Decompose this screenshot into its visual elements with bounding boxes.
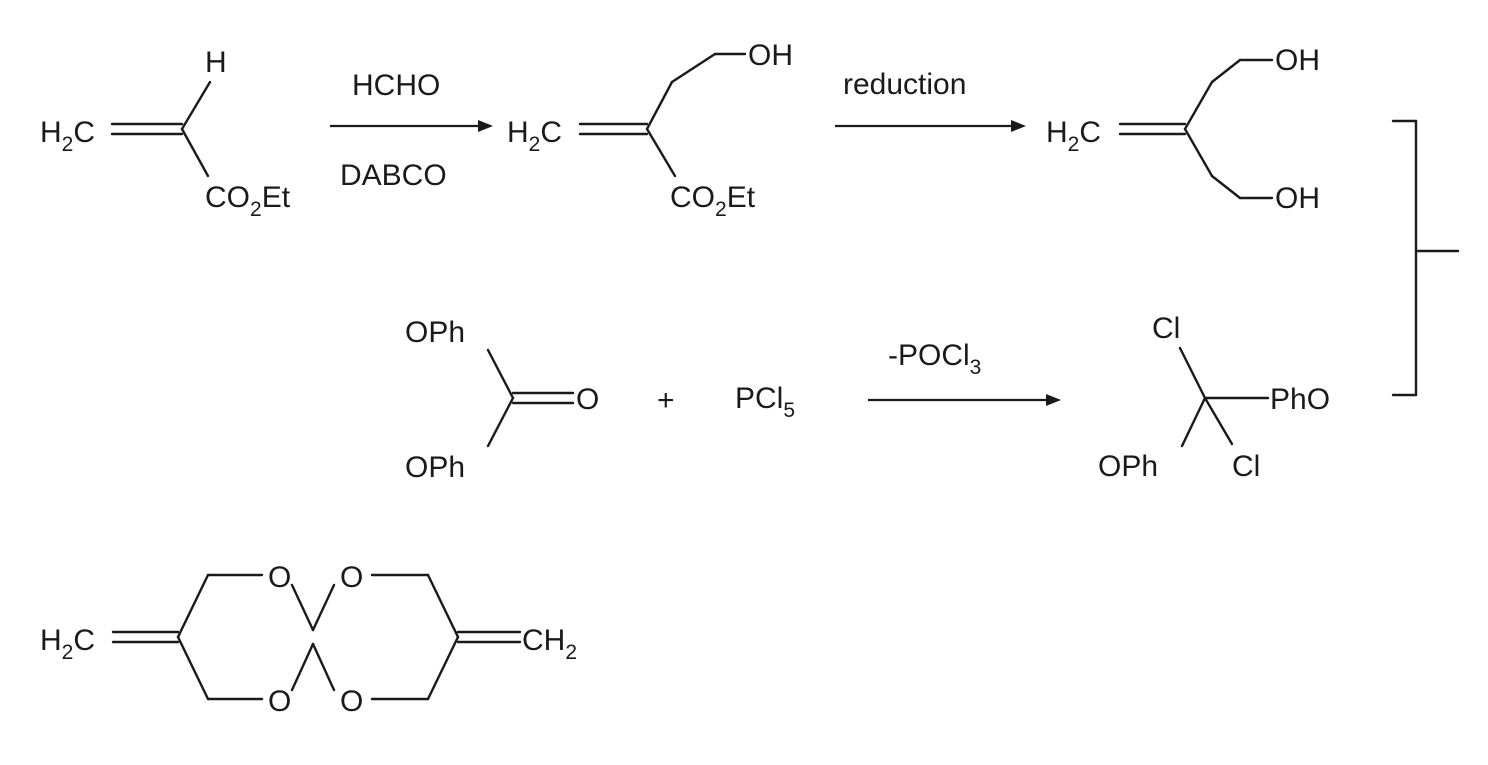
bond — [1203, 396, 1234, 446]
bond — [311, 583, 336, 632]
bond — [176, 635, 210, 701]
carbonyl-o-label: O — [576, 383, 599, 416]
byproduct-pocl3: -POCl3 — [888, 339, 981, 379]
bond — [290, 642, 315, 692]
bond — [180, 80, 212, 131]
ring-oxygen-3: O — [340, 561, 363, 594]
oh-bottom-label: OH — [1275, 182, 1320, 215]
dichlorodiphenoxymethane-molecule: Cl PhO OPh Cl — [1098, 312, 1330, 483]
bond — [645, 80, 674, 131]
bond — [1210, 58, 1242, 84]
cl-bottom-label: Cl — [1232, 450, 1260, 483]
bond — [1178, 346, 1207, 400]
ch2-right-label: CH2 — [522, 624, 577, 664]
pcl5-label: PCl5 — [735, 382, 795, 422]
reaction-arrow-2: reduction — [835, 68, 1026, 132]
bond — [486, 396, 515, 448]
bond — [670, 52, 717, 84]
bond — [426, 635, 460, 701]
reagent-reduction: reduction — [843, 68, 966, 101]
bond — [1210, 174, 1242, 200]
oph-top-label: OPh — [405, 316, 465, 349]
bond — [426, 573, 460, 639]
reaction-arrow-3: -POCl3 — [868, 339, 1061, 406]
plus-sign: + — [657, 384, 675, 417]
ring-oxygen-2: O — [268, 685, 291, 718]
h-atom-label: H — [205, 46, 227, 79]
bond — [1180, 396, 1207, 448]
bond — [645, 127, 677, 178]
ester-label: CO2Et — [205, 181, 291, 221]
pho-label: PhO — [1270, 383, 1330, 416]
hydroxymethyl-acrylate-molecule: H2C OH CO2Et — [507, 39, 793, 221]
bond — [180, 127, 210, 178]
oh-top-label: OH — [1275, 44, 1320, 77]
bond — [1183, 80, 1214, 131]
methylene-propanediol-molecule: H2C OH OH — [1046, 44, 1320, 215]
ring-oxygen-1: O — [268, 561, 291, 594]
oph-bottom-label: OPh — [405, 451, 465, 484]
oh-label: OH — [748, 39, 793, 72]
h2c-label: H2C — [1046, 116, 1101, 156]
diphenyl-carbonate-molecule: OPh OPh O — [405, 316, 599, 484]
combine-bracket — [1391, 119, 1460, 397]
spiro-orthocarbonate-molecule: H2C O O O O CH2 — [40, 561, 577, 718]
ester-label: CO2Et — [670, 181, 756, 221]
oph-label: OPh — [1098, 450, 1158, 483]
reagent-dabco: DABCO — [340, 159, 447, 192]
h2c-label: H2C — [507, 116, 562, 156]
bond — [1183, 127, 1214, 178]
h2c-left-label: H2C — [40, 624, 95, 664]
reaction-arrow-1: HCHO DABCO — [330, 69, 493, 192]
ring-oxygen-4: O — [340, 685, 363, 718]
bond — [176, 573, 210, 639]
ethyl-acrylate-molecule: H2C H CO2Et — [40, 46, 291, 221]
bond — [486, 348, 515, 400]
reagent-hcho: HCHO — [352, 69, 440, 102]
h2c-label: H2C — [40, 116, 95, 156]
cl-top-label: Cl — [1152, 312, 1180, 345]
bond — [290, 583, 315, 632]
bond — [311, 642, 336, 692]
